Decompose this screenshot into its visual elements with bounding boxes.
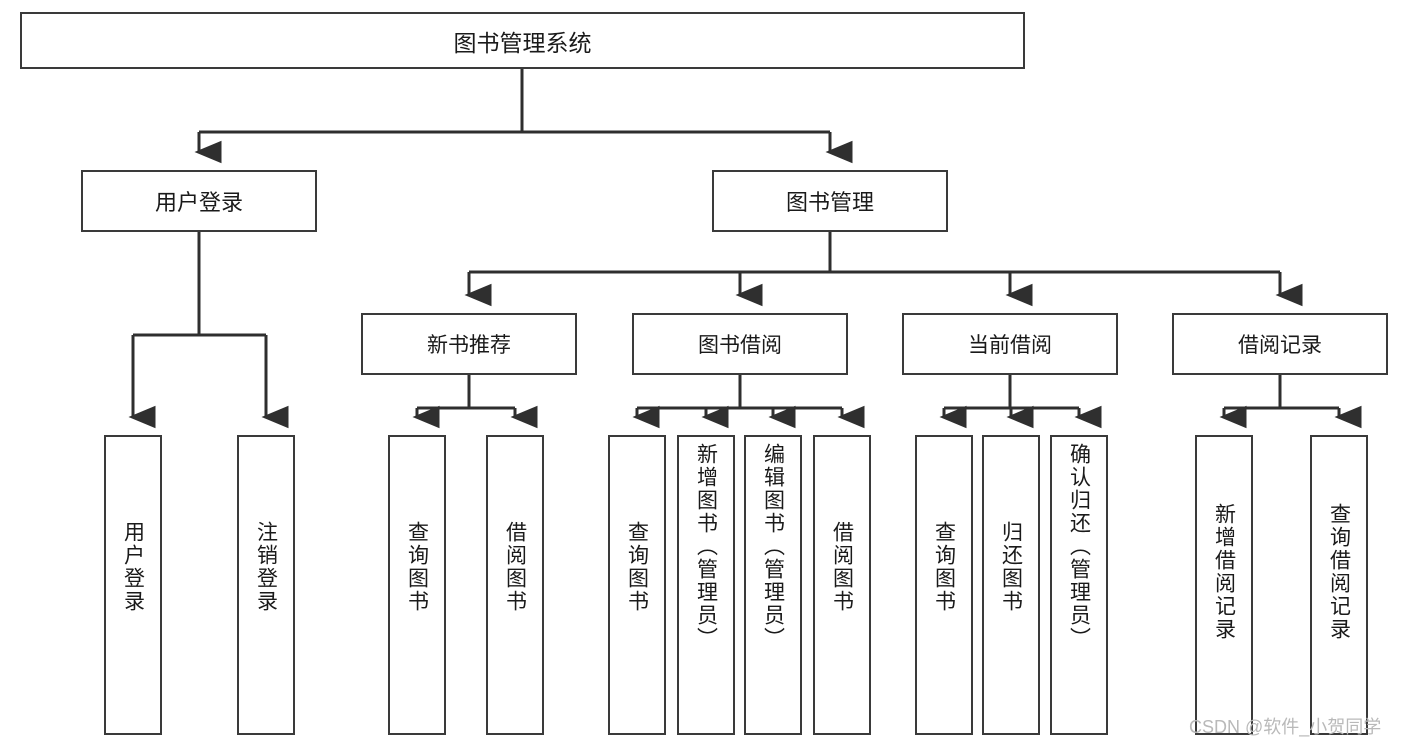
leaf-new-book-query[interactable]: 查询图书 (388, 435, 446, 735)
leaf-logout[interactable]: 注销登录 (237, 435, 295, 735)
leaf-label: 归还图书 (999, 521, 1023, 613)
leaf-user-login[interactable]: 用户登录 (104, 435, 162, 735)
leaf-label: 确认归还（管理员） (1067, 443, 1091, 650)
node-book-borrow[interactable]: 图书借阅 (632, 313, 848, 375)
leaf-current-confirm-return[interactable]: 确认归还（管理员） (1050, 435, 1108, 735)
leaf-new-book-borrow[interactable]: 借阅图书 (486, 435, 544, 735)
leaf-label: 查询图书 (625, 521, 649, 613)
leaf-borrow-edit-book[interactable]: 编辑图书（管理员） (744, 435, 802, 735)
node-book-management[interactable]: 图书管理 (712, 170, 948, 232)
leaf-borrow-query[interactable]: 查询图书 (608, 435, 666, 735)
leaf-current-return[interactable]: 归还图书 (982, 435, 1040, 735)
leaf-label: 注销登录 (254, 521, 278, 613)
node-user-login[interactable]: 用户登录 (81, 170, 317, 232)
csdn-watermark: CSDN @软件_小贺同学 (1189, 717, 1382, 737)
leaf-label: 新增图书（管理员） (694, 443, 718, 650)
leaf-borrow-book[interactable]: 借阅图书 (813, 435, 871, 735)
leaf-borrow-add-book[interactable]: 新增图书（管理员） (677, 435, 735, 735)
leaf-label: 借阅图书 (830, 521, 854, 613)
leaf-label: 查询图书 (405, 521, 429, 613)
leaf-label: 编辑图书（管理员） (761, 443, 785, 650)
leaf-label: 用户登录 (121, 521, 145, 613)
leaf-label: 借阅图书 (503, 521, 527, 613)
leaf-label: 查询图书 (932, 521, 956, 613)
node-new-book-recommend[interactable]: 新书推荐 (361, 313, 577, 375)
node-borrow-records[interactable]: 借阅记录 (1172, 313, 1388, 375)
node-root-system[interactable]: 图书管理系统 (20, 12, 1025, 69)
leaf-record-query[interactable]: 查询借阅记录 (1310, 435, 1368, 735)
leaf-current-query[interactable]: 查询图书 (915, 435, 973, 735)
leaf-label: 查询借阅记录 (1327, 503, 1351, 641)
leaf-record-add[interactable]: 新增借阅记录 (1195, 435, 1253, 735)
leaf-label: 新增借阅记录 (1212, 503, 1236, 641)
node-current-borrow[interactable]: 当前借阅 (902, 313, 1118, 375)
